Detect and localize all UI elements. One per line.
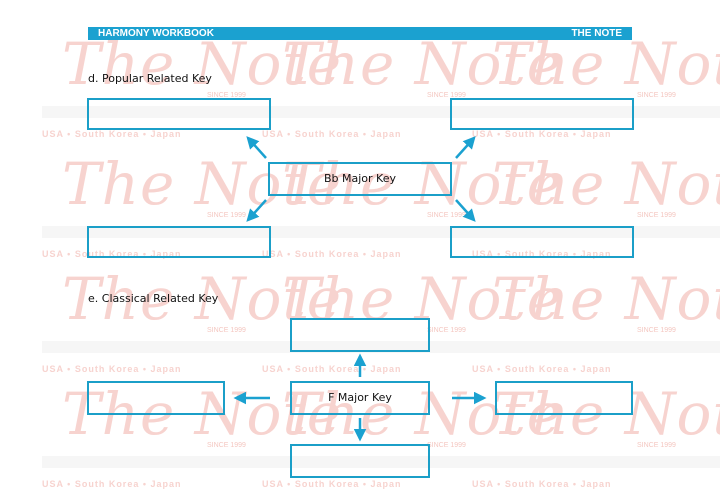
workbook-title: HARMONY WORKBOOK (98, 28, 214, 39)
publisher-name: THE NOTE (571, 28, 622, 39)
arrow-down-left (246, 199, 267, 222)
arrow-up-left (246, 136, 267, 159)
answer-box-bottom-right[interactable] (450, 226, 634, 258)
center-key-box: Bb Major Key (268, 162, 452, 196)
answer-box-top-left[interactable] (87, 98, 271, 130)
answer-box-bottom[interactable] (290, 444, 430, 478)
answer-box-top[interactable] (290, 318, 430, 352)
answer-box-right[interactable] (495, 381, 633, 415)
center-key-label: F Major Key (328, 391, 392, 404)
arrow-up-right (455, 136, 476, 159)
section-e-title: e. Classical Related Key (88, 292, 219, 305)
answer-box-bottom-left[interactable] (87, 226, 271, 258)
center-key-box: F Major Key (290, 381, 430, 415)
header-bar: HARMONY WORKBOOK THE NOTE (88, 27, 632, 40)
answer-box-left[interactable] (87, 381, 225, 415)
section-d-title: d. Popular Related Key (88, 72, 212, 85)
center-key-label: Bb Major Key (323, 172, 396, 185)
arrow-down-right (455, 199, 476, 222)
answer-box-top-right[interactable] (450, 98, 634, 130)
